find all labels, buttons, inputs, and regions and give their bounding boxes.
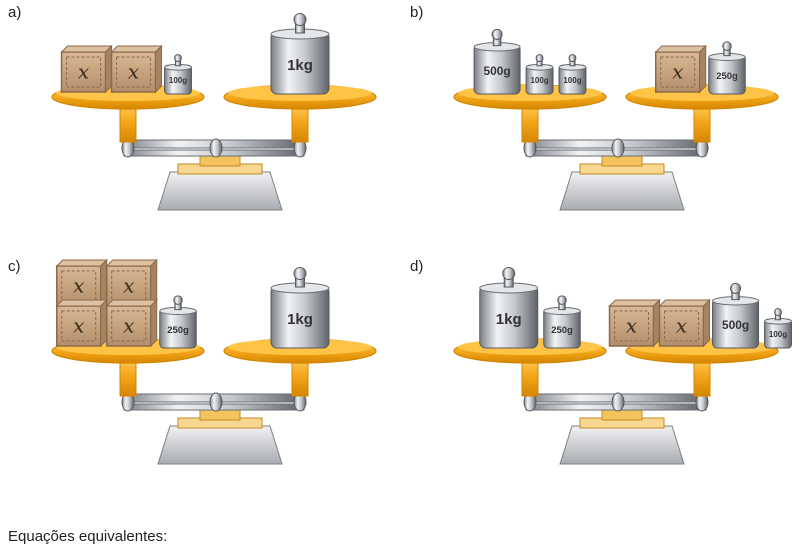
weight-label: 100g <box>530 76 548 85</box>
balance-scale: 500g 100g 100g x 250g <box>402 0 802 260</box>
unknown-x-box: x <box>107 260 157 306</box>
scale-beam <box>524 139 708 157</box>
unknown-x-box: x <box>610 300 660 346</box>
weight-label: 250g <box>551 325 573 336</box>
unknown-x-box: x <box>62 46 112 92</box>
weight-1kg: 1kg <box>480 268 538 349</box>
unknown-x-box: x <box>57 260 107 306</box>
weight-label: 100g <box>563 76 581 85</box>
weight-500g: 500g <box>474 29 520 94</box>
weight-100g: 100g <box>526 55 553 94</box>
box-label: x <box>123 314 134 338</box>
weight-label: 250g <box>167 325 189 336</box>
beam-pivot <box>210 139 222 157</box>
scale-base <box>158 410 282 464</box>
scale-base <box>560 410 684 464</box>
scale-base <box>560 156 684 210</box>
unknown-x-box: x <box>57 300 107 346</box>
unknown-x-box: x <box>107 300 157 346</box>
box-label: x <box>626 314 637 338</box>
weight-label: 100g <box>169 76 187 85</box>
weight-100g: 100g <box>165 55 192 94</box>
box-label: x <box>676 314 687 338</box>
weight-250g: 250g <box>544 296 581 348</box>
weight-label: 1kg <box>287 311 313 328</box>
footer-caption: Equações equivalentes: <box>8 528 167 545</box>
box-label: x <box>672 60 683 84</box>
weight-label: 1kg <box>287 57 313 74</box>
weight-500g: 500g <box>713 283 759 348</box>
scale-beam <box>122 139 306 157</box>
weight-250g: 250g <box>160 296 197 348</box>
scale-beam <box>524 393 708 411</box>
balance-scale: x x 100g 1kg <box>0 0 400 260</box>
box-label: x <box>73 314 84 338</box>
right-pan <box>626 85 778 142</box>
scale-base <box>158 156 282 210</box>
weight-label: 1kg <box>496 311 522 328</box>
balance-scale: 1kg 250g x x 500g 100g <box>402 254 802 514</box>
box-label: x <box>128 60 139 84</box>
weight-1kg: 1kg <box>271 14 329 95</box>
weight-label: 100g <box>769 330 787 339</box>
weight-label: 500g <box>722 318 749 332</box>
unknown-x-box: x <box>112 46 162 92</box>
weight-100g: 100g <box>765 309 792 348</box>
beam-pivot <box>210 393 222 411</box>
weight-100g: 100g <box>559 55 586 94</box>
unknown-x-box: x <box>660 300 710 346</box>
box-label: x <box>123 274 134 298</box>
scale-beam <box>122 393 306 411</box>
beam-pivot <box>612 139 624 157</box>
weight-1kg: 1kg <box>271 268 329 349</box>
weight-250g: 250g <box>709 42 746 94</box>
box-label: x <box>78 60 89 84</box>
unknown-x-box: x <box>656 46 706 92</box>
box-label: x <box>73 274 84 298</box>
weight-label: 250g <box>716 71 738 82</box>
beam-pivot <box>612 393 624 411</box>
weight-label: 500g <box>484 64 511 78</box>
